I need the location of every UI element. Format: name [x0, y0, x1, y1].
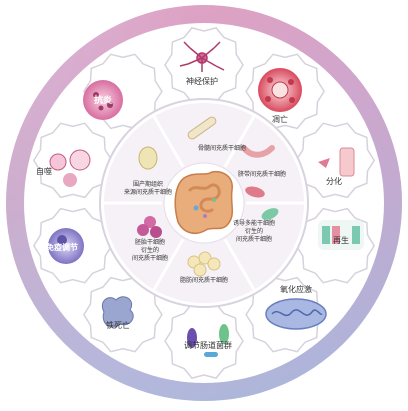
gear-microbiota: [164, 303, 244, 379]
bacteria-dot: [203, 214, 207, 218]
label-apoptosis: 凋亡: [272, 114, 288, 124]
label-ferroptosis: 铁死亡: [106, 320, 130, 330]
inflammation-cell-icon: [83, 80, 123, 120]
apoptosis-cell-icon: [258, 68, 302, 112]
small-intestine: [188, 183, 221, 213]
neuron-icon: [179, 41, 225, 72]
regeneration-icon: [318, 220, 364, 250]
label-anti-inflammation: 抗炎: [94, 94, 112, 106]
bacteria-dot: [193, 205, 199, 211]
label-gut-microbiota: 调节肠道菌群: [184, 340, 232, 350]
umbilical-icon: [241, 145, 275, 158]
label-perinatal-msc-2: 来源间充质干细胞: [124, 188, 172, 196]
mitochondria-icon: [265, 298, 327, 330]
embryo-icon: [137, 216, 162, 238]
ferroptosis-cell-icon: [102, 296, 134, 328]
inner-spoke: [223, 115, 256, 168]
microbe-icon: [187, 324, 229, 357]
label-embryonic-msc-1: 胚胎干细胞: [135, 238, 165, 246]
colon-shape: [174, 170, 234, 235]
label-umbilical-msc: 脐带间充质干细胞: [238, 170, 286, 178]
label-embryonic-msc-2: 衍生的: [141, 246, 159, 254]
immune-cell-icon: [48, 228, 84, 264]
label-perinatal-msc-1: 围产期组织: [133, 180, 163, 188]
label-ipsc-msc-3: 间充质干细胞: [236, 235, 272, 243]
ipsc-cell-icon: [245, 186, 279, 220]
label-regeneration: 再生: [333, 235, 349, 245]
label-immunoregulation: 免疫调节: [46, 242, 78, 252]
inner-spoke: [152, 238, 185, 291]
inner-spoke: [152, 115, 185, 168]
label-embryonic-msc-3: 间充质干细胞: [132, 254, 168, 262]
label-oxidative-stress: 氧化应激: [280, 284, 312, 294]
bone-icon: [187, 116, 217, 140]
intestine-illustration: [163, 162, 245, 244]
perinatal-icon: [138, 146, 158, 170]
label-bone-marrow-msc: 骨髓间充质干细胞: [198, 144, 246, 152]
gear-neuro: [164, 27, 244, 103]
differentiation-icon: [318, 147, 355, 177]
inner-spoke: [223, 238, 256, 291]
adipose-icon: [187, 251, 221, 277]
label-differentiation: 分化: [326, 176, 342, 186]
inner-spokes: [104, 115, 304, 291]
label-autophagy: 自噬: [36, 166, 52, 176]
bacteria-dot: [212, 198, 216, 202]
label-neuroprotection: 神经保护: [186, 76, 218, 86]
label-adipose-msc: 脂肪间充质干细胞: [180, 276, 228, 284]
label-ipsc-msc-1: 诱导多能干细胞: [233, 219, 275, 227]
autophagy-cell-icon: [49, 149, 91, 187]
label-ipsc-msc-2: 衍生的: [245, 227, 263, 235]
